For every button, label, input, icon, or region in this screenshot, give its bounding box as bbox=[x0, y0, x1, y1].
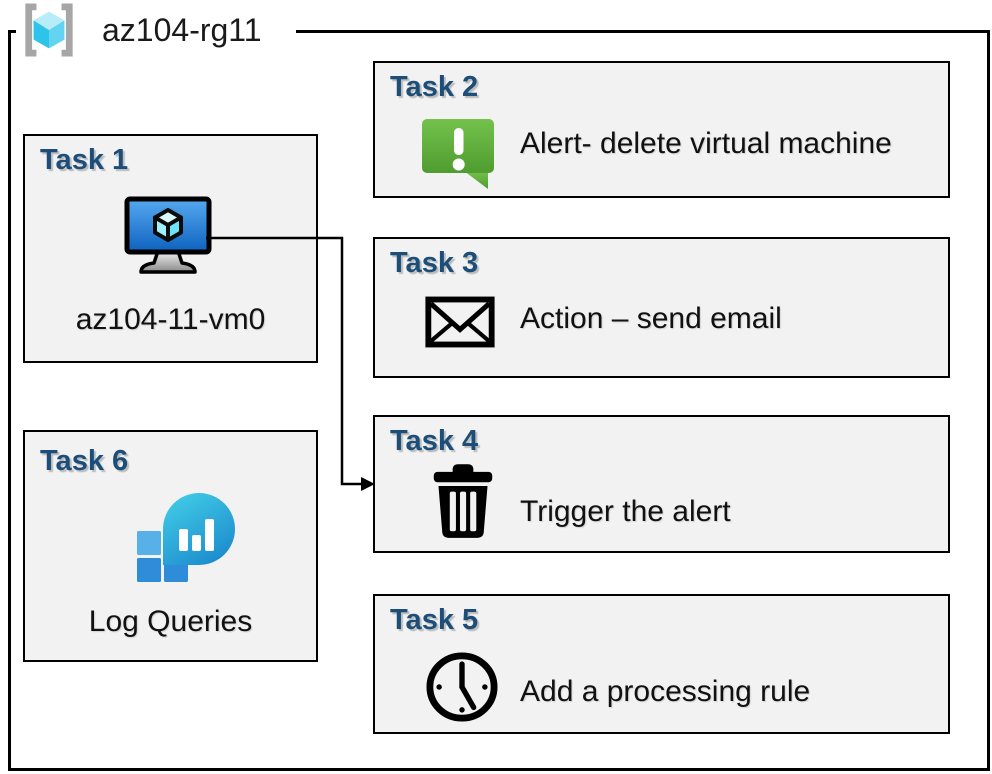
task3-label: Action – send email bbox=[520, 302, 782, 335]
resource-group-boundary bbox=[8, 30, 990, 771]
resource-group-legend: az104-rg11 bbox=[16, 2, 296, 58]
task6-title: Task 6 bbox=[40, 445, 129, 477]
task1-box: Task 1 bbox=[23, 134, 318, 363]
task1-title: Task 1 bbox=[40, 144, 129, 176]
task5-box: Task 5 Add a processing rule bbox=[373, 594, 950, 734]
task6-label: Log Queries bbox=[88, 605, 253, 638]
task1-label: az104-11-vm0 bbox=[75, 303, 266, 336]
task3-title: Task 3 bbox=[390, 247, 479, 279]
clock-icon bbox=[426, 652, 498, 722]
alert-icon bbox=[422, 119, 494, 189]
bar-chart-glyph bbox=[179, 519, 214, 551]
resource-group-label: az104-rg11 bbox=[102, 11, 262, 48]
task4-title: Task 4 bbox=[390, 425, 479, 457]
task2-label: Alert- delete virtual machine bbox=[520, 127, 892, 160]
virtual-machine-icon bbox=[124, 196, 212, 274]
task6-box: Task 6 Log Queries bbox=[23, 430, 318, 662]
task5-label: Add a processing rule bbox=[520, 675, 811, 708]
resource-group-icon bbox=[25, 3, 73, 57]
task2-box: Task 2 Alert- delete virtual machine bbox=[373, 61, 950, 198]
cube-glyph bbox=[153, 208, 183, 242]
task2-title: Task 2 bbox=[390, 71, 479, 103]
task4-label: Trigger the alert bbox=[520, 495, 731, 528]
task5-title: Task 5 bbox=[390, 604, 479, 636]
trash-icon bbox=[433, 464, 493, 538]
log-analytics-icon bbox=[137, 493, 235, 582]
task4-box: Task 4 Trigger the alert bbox=[373, 415, 950, 553]
email-icon bbox=[425, 296, 495, 348]
task3-box: Task 3 Action – send email bbox=[373, 237, 950, 378]
